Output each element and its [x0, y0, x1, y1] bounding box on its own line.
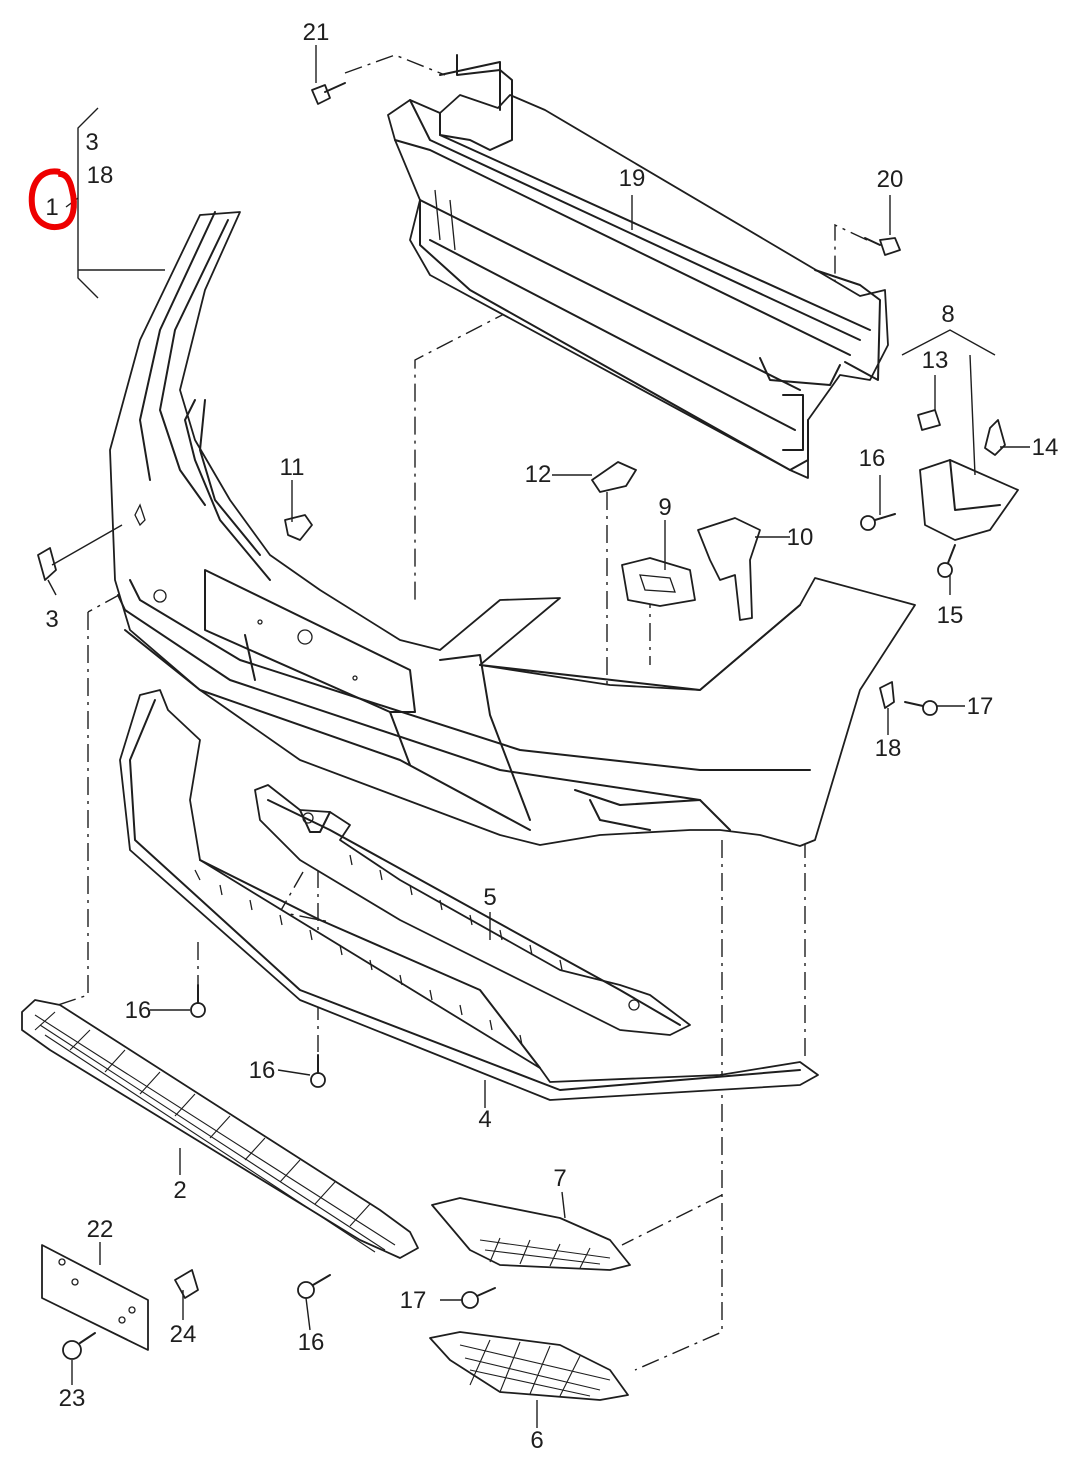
- callout-23: 23: [59, 1385, 86, 1412]
- leader-lines: [47, 45, 1030, 1428]
- callout-12: 12: [525, 461, 552, 488]
- callout-5: 5: [483, 884, 496, 911]
- callout-24: 24: [170, 1321, 197, 1348]
- callout-13: 13: [922, 347, 949, 374]
- callout-11: 11: [280, 454, 305, 481]
- callout-17-lower: 17: [400, 1287, 427, 1314]
- fog-grille-lower: [429, 1331, 629, 1401]
- callout-17-right: 17: [967, 693, 994, 720]
- callout-21: 21: [303, 19, 330, 46]
- fog-grille-upper: [431, 1197, 631, 1271]
- impact-bar: [387, 54, 889, 479]
- callout-3-top: 3: [85, 129, 98, 156]
- lower-grille: [21, 999, 419, 1259]
- callout-18-right: 18: [875, 735, 902, 762]
- callout-6: 6: [530, 1427, 543, 1454]
- callout-3-left: 3: [45, 606, 58, 633]
- callout-9: 9: [658, 494, 671, 521]
- callout-10: 10: [787, 524, 814, 551]
- highlight-circle: [28, 168, 77, 230]
- callout-8: 8: [941, 301, 954, 328]
- callout-20: 20: [877, 166, 904, 193]
- callout-19: 19: [619, 165, 646, 192]
- center-bracket: [254, 784, 691, 1036]
- callout-14: 14: [1032, 434, 1059, 461]
- callout-1: 1: [45, 194, 58, 221]
- callout-16-left: 16: [125, 997, 152, 1024]
- callout-16-bottom: 16: [298, 1329, 325, 1356]
- callout-labels: 21 3 18 1 19 20 8 13 14 16 11 12 9 10 3 …: [45, 19, 1058, 1454]
- callout-15: 15: [937, 602, 964, 629]
- callout-18-top: 18: [87, 162, 114, 189]
- small-parts: [37, 82, 1019, 1360]
- callout-22: 22: [87, 1216, 114, 1243]
- lower-spoiler: [119, 689, 819, 1101]
- callout-4: 4: [478, 1106, 491, 1133]
- callout-16-center: 16: [249, 1057, 276, 1084]
- callout-7: 7: [553, 1165, 566, 1192]
- callout-2: 2: [173, 1177, 186, 1204]
- callout-16-right: 16: [859, 445, 886, 472]
- bumper-cover: [109, 211, 916, 847]
